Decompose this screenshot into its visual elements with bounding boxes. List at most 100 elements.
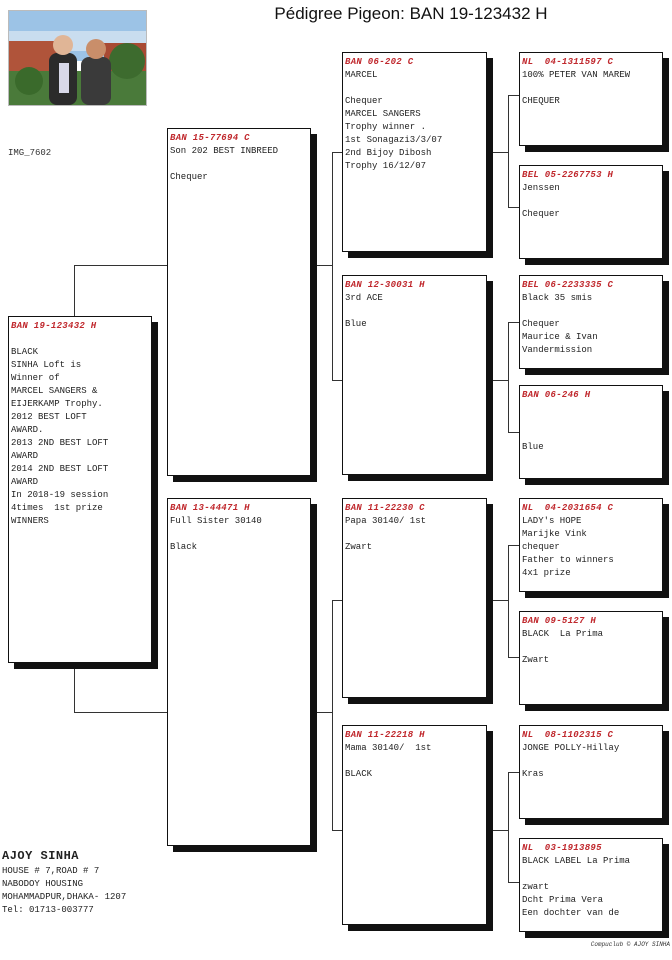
connector (508, 772, 509, 882)
detail-line: Blue (345, 319, 367, 329)
ring-number: NL 03-1913895 (522, 843, 602, 853)
grandparent-card-1[interactable]: BAN 06-202 C MARCEL Chequer MARCEL SANGE… (342, 52, 487, 252)
dam-card[interactable]: BAN 13-44471 H Full Sister 30140 Black (167, 498, 311, 846)
connector (508, 882, 520, 883)
detail-line (522, 415, 658, 428)
detail-line: Black 35 smis (522, 293, 593, 303)
ring-number: BAN 13-44471 H (170, 503, 250, 513)
great-grandparent-card-4[interactable]: BAN 06-246 H Blue (519, 385, 663, 479)
page-title: Pédigree Pigeon: BAN 19-123432 H (274, 4, 548, 23)
detail-line: Son 202 BEST INBREED (170, 146, 279, 156)
connector (310, 265, 332, 266)
detail-line: In 2018-19 session (11, 490, 109, 500)
sire-card[interactable]: BAN 15-77694 C Son 202 BEST INBREED Cheq… (167, 128, 311, 476)
detail-line: WINNERS (11, 516, 49, 526)
great-grandparent-card-1[interactable]: NL 04-1311597 C 100% PETER VAN MAREW CHE… (519, 52, 663, 146)
ring-number: BAN 19-123432 H (11, 321, 97, 331)
detail-line (11, 333, 147, 346)
connector (486, 830, 508, 831)
detail-line: BLACK LABEL La Prima (522, 856, 631, 866)
connector (74, 265, 168, 266)
breeder-name: AJOY SINHA (2, 849, 80, 863)
connector (486, 152, 508, 153)
connector (508, 545, 520, 546)
connector (508, 207, 520, 208)
detail-line: Trophy winner . (345, 122, 427, 132)
ring-number: NL 04-1311597 C (522, 57, 614, 67)
image-caption: IMG_7602 (8, 148, 52, 158)
detail-line: Trophy 16/12/07 (345, 161, 427, 171)
connector (332, 380, 343, 381)
connector (332, 600, 333, 830)
address-line: MOHAMMADPUR,DHAKA- 1207 (2, 892, 127, 902)
great-grandparent-card-5[interactable]: NL 04-2031654 C LADY's HOPE Marijke Vink… (519, 498, 663, 592)
connector (332, 830, 343, 831)
ring-number: BAN 12-30031 H (345, 280, 425, 290)
detail-line: AWARD (11, 477, 39, 487)
detail-line: 100% PETER VAN MAREW (522, 70, 631, 80)
owner-photo-image (9, 11, 146, 105)
detail-line (345, 82, 482, 95)
detail-line: BLACK (11, 347, 39, 357)
grandparent-card-4[interactable]: BAN 11-22218 H Mama 30140/ 1st BLACK (342, 725, 487, 925)
detail-line (522, 868, 658, 881)
detail-line: Zwart (522, 655, 550, 665)
detail-line (345, 305, 482, 318)
connector (508, 545, 509, 657)
ring-number: BAN 11-22230 C (345, 503, 425, 513)
detail-line: AWARD. (11, 425, 44, 435)
great-grandparent-card-6[interactable]: BAN 09-5127 H BLACK La Prima Zwart (519, 611, 663, 705)
detail-line: SINHA Loft is (11, 360, 82, 370)
connector (74, 662, 75, 712)
detail-line: BLACK La Prima (522, 629, 604, 639)
detail-line: 2nd Bijoy Dibosh (345, 148, 432, 158)
detail-line: Full Sister 30140 (170, 516, 262, 526)
detail-line (522, 428, 658, 441)
detail-line: LADY's HOPE (522, 516, 582, 526)
ring-number: BAN 06-202 C (345, 57, 414, 67)
connector (486, 600, 508, 601)
detail-line (522, 82, 658, 95)
connector (486, 380, 508, 381)
ring-number: BEL 05-2267753 H (522, 170, 614, 180)
detail-line: Chequer (345, 96, 383, 106)
software-credit: Compuclub © AJOY SINHA (590, 941, 670, 948)
ring-number: NL 08-1102315 C (522, 730, 614, 740)
great-grandparent-card-2[interactable]: BEL 05-2267753 H Jenssen Chequer (519, 165, 663, 259)
detail-line: 3rd ACE (345, 293, 383, 303)
detail-line: Jenssen (522, 183, 560, 193)
subject-pigeon-card[interactable]: BAN 19-123432 H BLACK SINHA Loft is Winn… (8, 316, 152, 663)
detail-line: Winner of (11, 373, 60, 383)
connector (332, 152, 343, 153)
detail-line (522, 305, 658, 318)
detail-line: Black (170, 542, 198, 552)
detail-line: 2014 2ND BEST LOFT (11, 464, 109, 474)
detail-line (522, 641, 658, 654)
connector (332, 600, 343, 601)
detail-line: Dcht Prima Vera (522, 895, 604, 905)
detail-line: MARCEL (345, 70, 378, 80)
connector (508, 322, 520, 323)
detail-line: MARCEL SANGERS (345, 109, 421, 119)
detail-line: 4x1 prize (522, 568, 571, 578)
grandparent-card-2[interactable]: BAN 12-30031 H 3rd ACE Blue (342, 275, 487, 475)
detail-line: MARCEL SANGERS & (11, 386, 98, 396)
great-grandparent-card-7[interactable]: NL 08-1102315 C JONGE POLLY-Hillay Kras (519, 725, 663, 819)
detail-line: Een dochter van de (522, 908, 620, 918)
detail-line: 2012 BEST LOFT (11, 412, 87, 422)
great-grandparent-card-8[interactable]: NL 03-1913895 BLACK LABEL La Prima zwart… (519, 838, 663, 932)
detail-line: Kras (522, 769, 544, 779)
connector (508, 95, 520, 96)
detail-line: Chequer (522, 209, 560, 219)
connector (74, 265, 75, 317)
connector (508, 432, 520, 433)
grandparent-card-3[interactable]: BAN 11-22230 C Papa 30140/ 1st Zwart (342, 498, 487, 698)
detail-line: 1st Sonagazi3/3/07 (345, 135, 443, 145)
detail-line: 2013 2ND BEST LOFT (11, 438, 109, 448)
connector (332, 152, 333, 380)
ring-number: BAN 11-22218 H (345, 730, 425, 740)
great-grandparent-card-3[interactable]: BEL 06-2233335 C Black 35 smis Chequer M… (519, 275, 663, 369)
detail-line (345, 755, 482, 768)
detail-line: Father to winners (522, 555, 614, 565)
detail-line: Vandermission (522, 345, 593, 355)
